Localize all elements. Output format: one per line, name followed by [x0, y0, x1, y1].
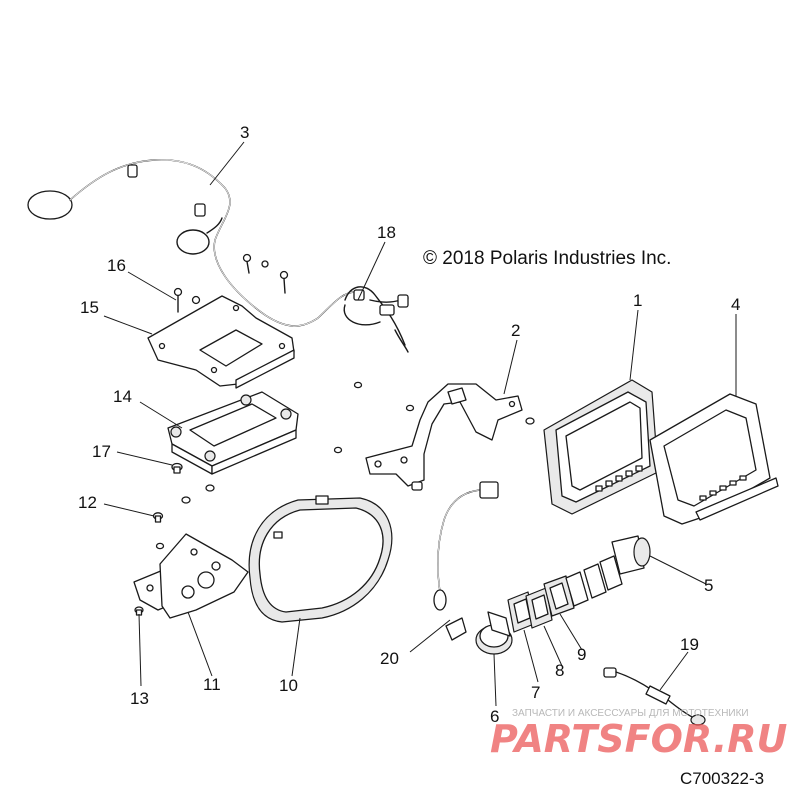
callout-20[interactable]: 20 [380, 649, 399, 668]
callout-13[interactable]: 13 [130, 689, 149, 708]
callout-9[interactable]: 9 [577, 645, 586, 664]
screws-part-12[interactable] [152, 381, 535, 550]
connector-harness-part-18[interactable] [343, 286, 409, 353]
callout-11[interactable]: 11 [203, 675, 221, 694]
display-unit-part-1[interactable] [543, 379, 659, 515]
callout-15[interactable]: 15 [80, 298, 99, 317]
cover-button-openings [699, 475, 747, 501]
switch-part-9[interactable] [543, 575, 575, 617]
drawing-number: C700322-3 [680, 769, 764, 788]
switch-blanks[interactable] [565, 555, 623, 607]
watermark-brand: PARTSFOR.RU [490, 717, 788, 761]
callout-16[interactable]: 16 [107, 256, 126, 275]
callout-8[interactable]: 8 [555, 661, 564, 680]
mounting-plate-part-14[interactable] [167, 391, 299, 475]
callouts: 3 18 16 15 2 1 4 14 17 12 13 11 10 20 6 … [78, 123, 740, 726]
callout-4[interactable]: 4 [731, 295, 740, 314]
callout-6[interactable]: 6 [490, 707, 499, 726]
screw-part-13[interactable] [134, 606, 144, 616]
switch-part-8[interactable] [525, 587, 553, 629]
wire-harness-part-3[interactable] [27, 159, 356, 327]
callout-1[interactable]: 1 [633, 291, 642, 310]
display-bracket-part-2[interactable] [365, 383, 523, 491]
callout-18[interactable]: 18 [377, 223, 396, 242]
watermark-tagline: ЗАПЧАСТИ И АКСЕССУАРЫ ДЛЯ МОТОТЕХНИКИ [512, 708, 749, 719]
switch-part-7[interactable] [507, 591, 535, 633]
callout-5[interactable]: 5 [704, 576, 713, 595]
callout-19[interactable]: 19 [680, 635, 699, 654]
instrument-bracket-part-11[interactable] [133, 533, 249, 619]
callout-7[interactable]: 7 [531, 683, 540, 702]
ignition-switch-part-6[interactable] [475, 611, 513, 655]
display-cover-part-4[interactable] [649, 393, 779, 525]
power-outlet-part-5[interactable] [611, 535, 651, 575]
leader-lines [103, 141, 737, 707]
screw-part-17[interactable] [171, 462, 183, 474]
callout-17[interactable]: 17 [92, 442, 111, 461]
bracket-part-15[interactable] [147, 295, 295, 389]
cable-part-20[interactable] [433, 481, 499, 641]
callout-3[interactable]: 3 [240, 123, 249, 142]
callout-12[interactable]: 12 [78, 493, 97, 512]
watermark: ЗАПЧАСТИ И АКСЕССУАРЫ ДЛЯ МОТОТЕХНИКИ PA… [490, 708, 788, 761]
display-buttons [595, 465, 643, 492]
usb-cable-part-19[interactable] [603, 667, 706, 726]
callout-10[interactable]: 10 [279, 676, 298, 695]
copyright-notice: © 2018 Polaris Industries Inc. [423, 248, 671, 269]
callout-14[interactable]: 14 [113, 387, 132, 406]
gauge-cluster-part-10[interactable] [248, 495, 393, 623]
callout-2[interactable]: 2 [511, 321, 520, 340]
